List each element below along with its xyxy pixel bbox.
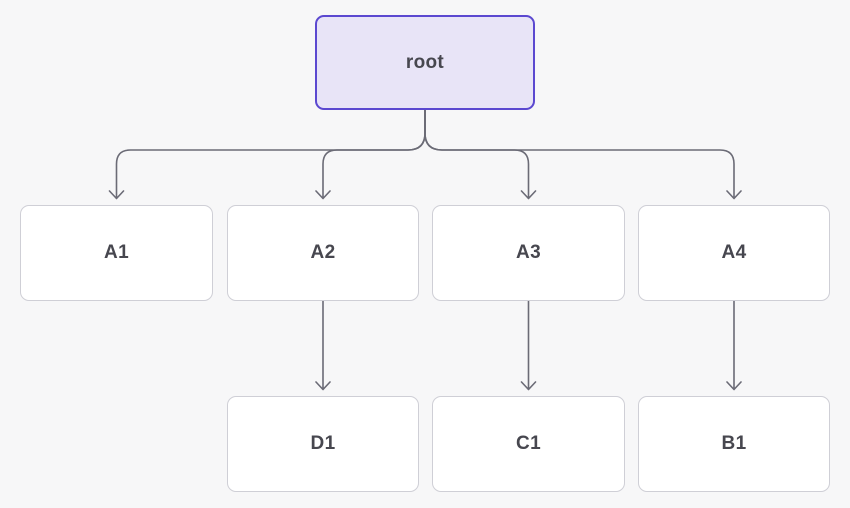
node-root-label: root [405, 51, 445, 73]
node-b1-label: B1 [721, 433, 747, 454]
node-b1[interactable]: B1 [638, 396, 830, 492]
node-a1[interactable]: A1 [20, 205, 213, 301]
node-a4-label: A4 [721, 242, 747, 263]
edge-root-a1 [108, 109, 426, 200]
edge-root-a2 [315, 109, 426, 200]
edge-root-a4 [424, 109, 742, 200]
edge-a4-b1 [726, 300, 742, 391]
node-a1-label: A1 [104, 242, 129, 263]
edge-root-a3 [424, 109, 537, 200]
node-d1[interactable]: D1 [227, 396, 419, 492]
node-a3[interactable]: A3 [432, 205, 625, 301]
edge-a3-c1 [520, 300, 537, 391]
node-d1-label: D1 [310, 433, 336, 454]
edge-a2-d1 [315, 300, 331, 391]
node-c1-label: C1 [516, 433, 541, 454]
node-a4[interactable]: A4 [638, 205, 830, 301]
node-c1[interactable]: C1 [432, 396, 625, 492]
node-a2[interactable]: A2 [227, 205, 419, 301]
node-a2-label: A2 [310, 242, 336, 263]
node-a3-label: A3 [516, 242, 541, 263]
node-root[interactable]: root [315, 15, 535, 110]
